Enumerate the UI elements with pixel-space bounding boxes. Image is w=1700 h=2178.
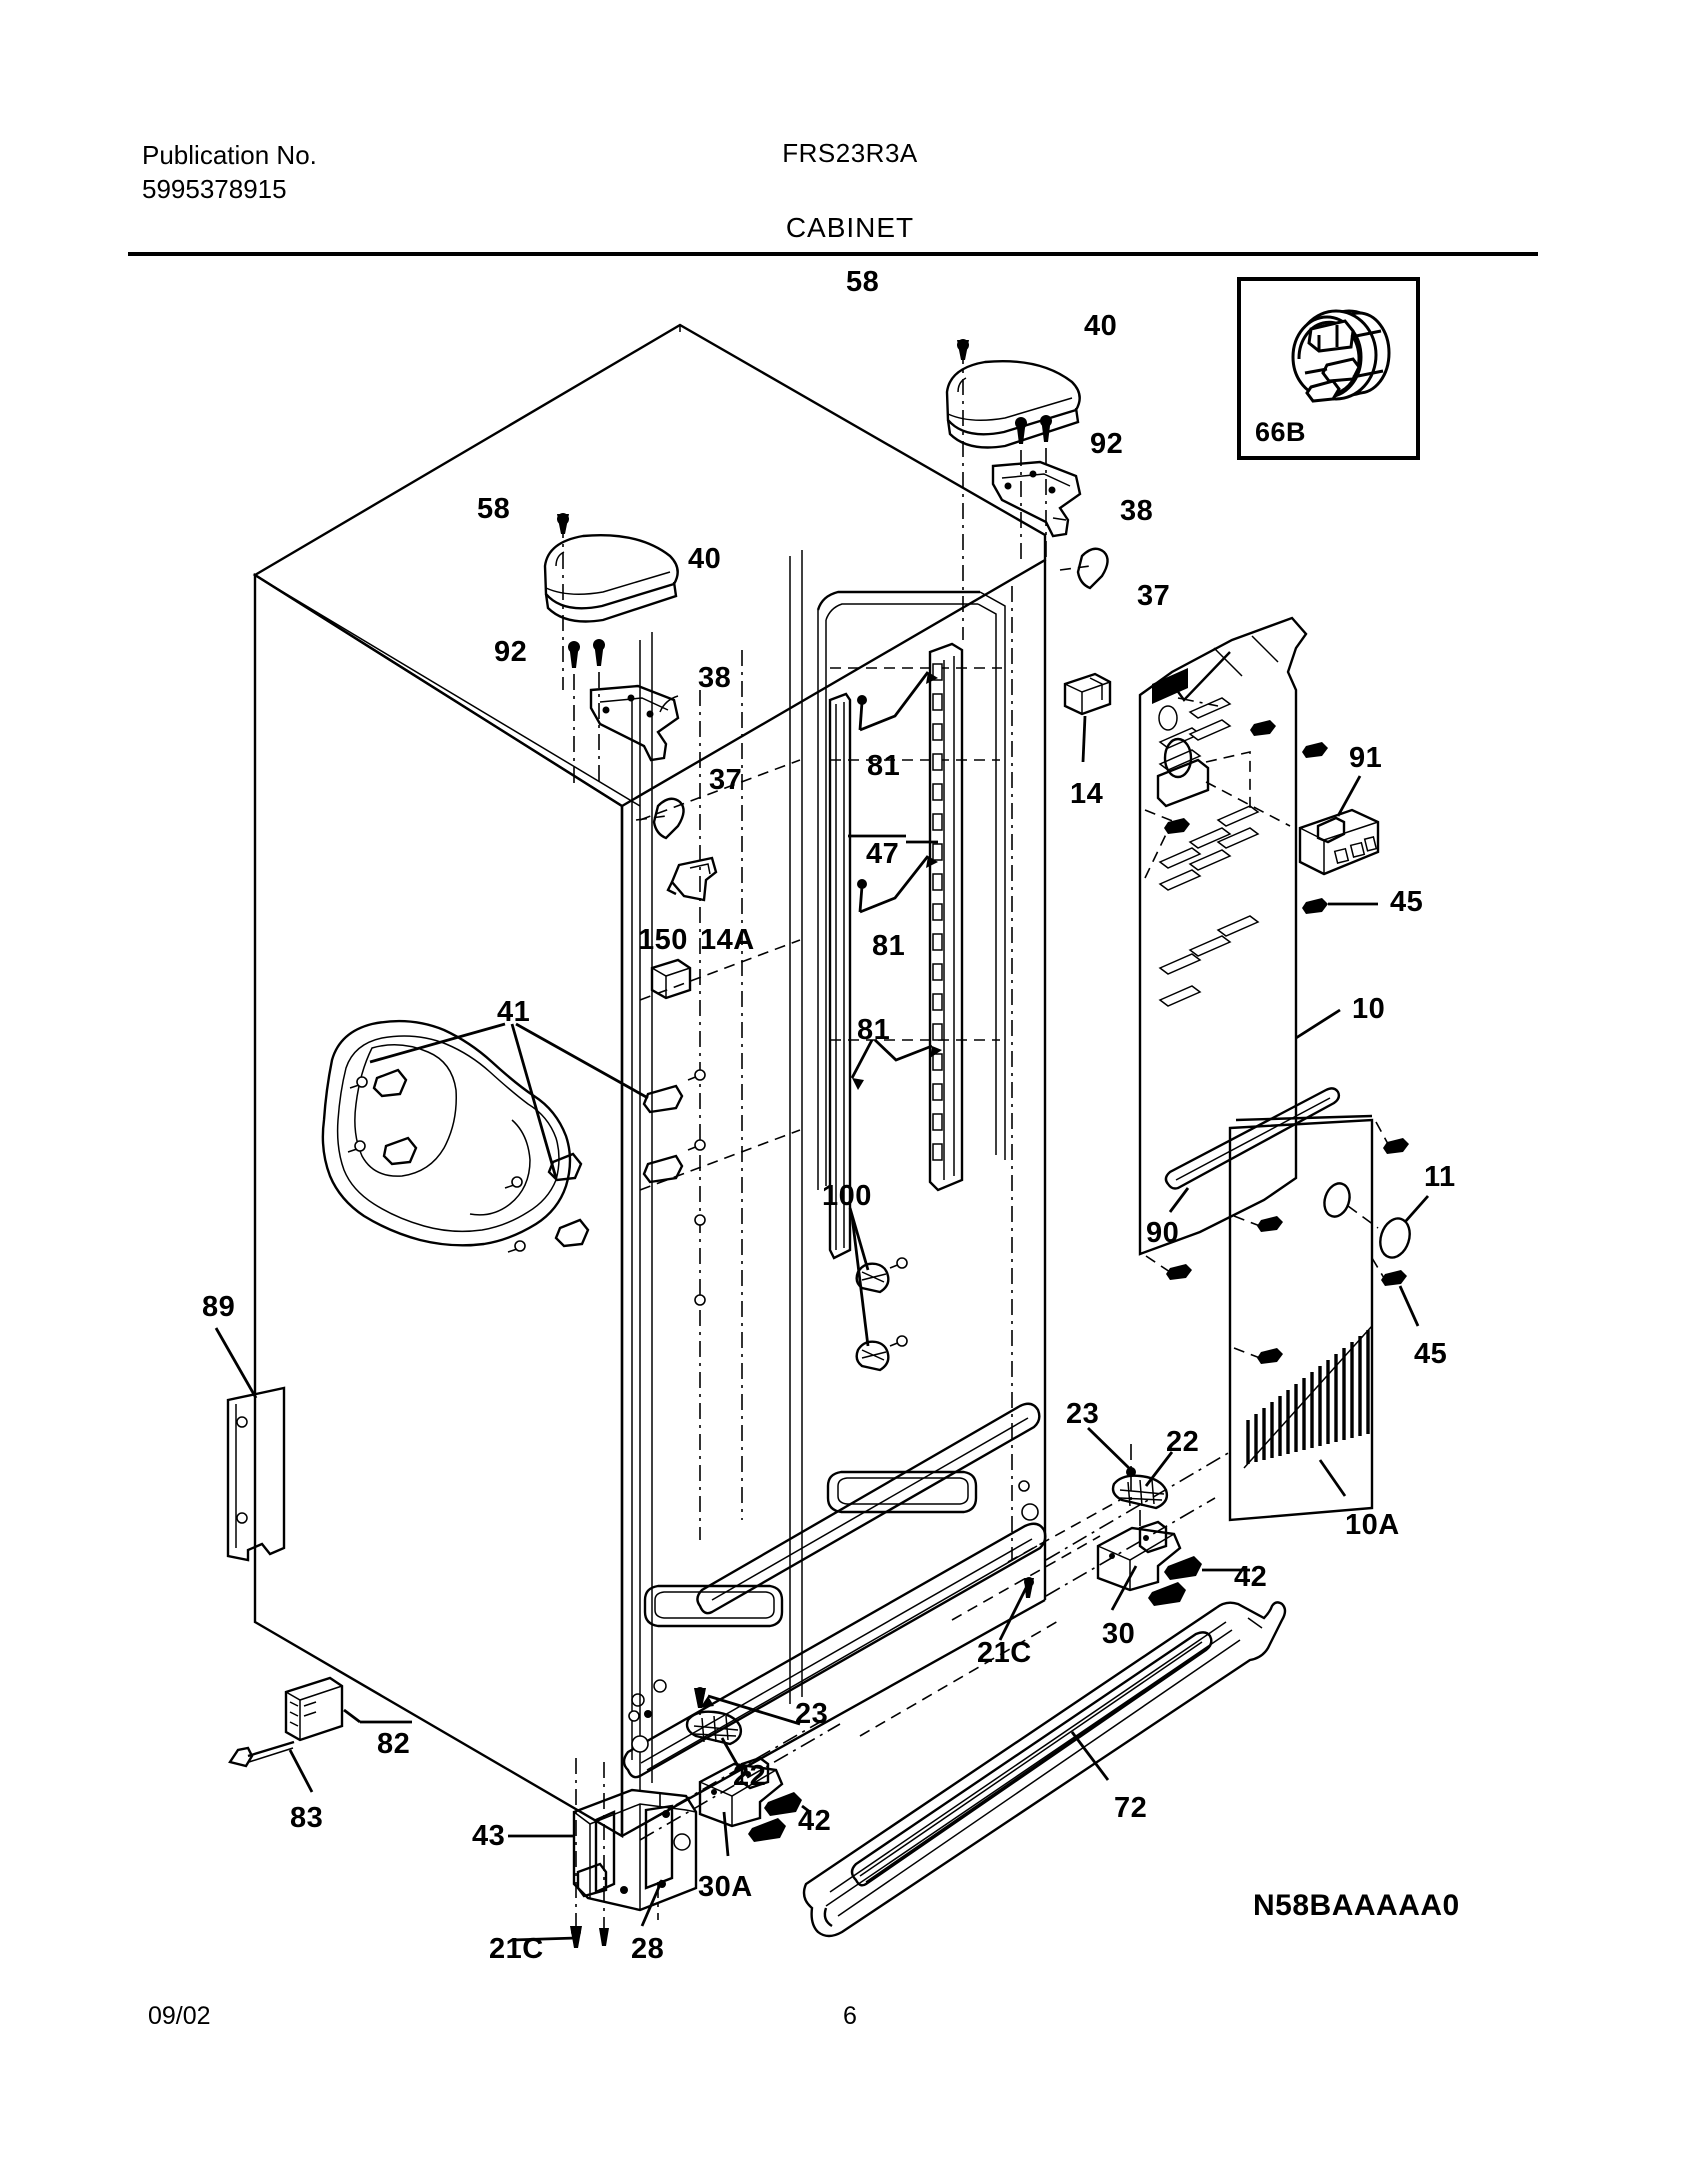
part-callout-82: 82: [377, 1728, 411, 1760]
publication-label: Publication No.: [142, 140, 317, 170]
part-callout-23: 23: [1066, 1398, 1100, 1430]
footer-page-number: 6: [843, 2002, 857, 2030]
part-callout-89: 89: [202, 1291, 236, 1323]
part-callout-22: 22: [1166, 1426, 1200, 1458]
inset-detail-box-66b: 66B: [1237, 277, 1420, 460]
publication-number: 5995378915: [142, 174, 287, 204]
part-callout-72: 72: [1114, 1792, 1148, 1824]
part-callout-14a: 14A: [700, 924, 755, 956]
section-title: CABINET: [785, 212, 915, 243]
part-callout-21c: 21C: [489, 1933, 544, 1965]
part-callout-83: 83: [290, 1802, 324, 1834]
part-callout-21c: 21C: [977, 1637, 1032, 1669]
part-callout-38: 38: [698, 662, 732, 694]
inset-label-66b: 66B: [1255, 417, 1307, 447]
part-callout-43: 43: [472, 1820, 506, 1852]
part-callout-81: 81: [872, 930, 906, 962]
part-callout-58: 58: [477, 493, 511, 525]
part-callout-91: 91: [1349, 742, 1383, 774]
part-callout-42: 42: [798, 1805, 832, 1837]
drawing-code: N58BAAAAA0: [1253, 1889, 1460, 1922]
part-callout-42: 42: [1234, 1561, 1268, 1593]
part-callout-22: 22: [733, 1760, 767, 1792]
part-callout-40: 40: [1084, 310, 1118, 342]
part-callout-23: 23: [795, 1698, 829, 1730]
part-callout-37: 37: [709, 764, 743, 796]
publication-block: Publication No. 5995378915: [142, 138, 317, 206]
part-callout-28: 28: [631, 1933, 665, 1965]
part-callout-10: 10: [1352, 993, 1386, 1025]
part-callout-150: 150: [638, 924, 688, 956]
part-callout-45: 45: [1414, 1338, 1448, 1370]
header-rule: [128, 252, 1538, 256]
part-callout-30: 30: [1102, 1618, 1136, 1650]
part-callout-45: 45: [1390, 886, 1424, 918]
part-callout-38: 38: [1120, 495, 1154, 527]
part-callout-90: 90: [1146, 1217, 1180, 1249]
part-callout-11: 11: [1424, 1161, 1456, 1193]
part-callout-37: 37: [1137, 580, 1171, 612]
model-number: FRS23R3A: [782, 138, 918, 168]
part-callout-41: 41: [497, 996, 531, 1028]
part-callout-47: 47: [866, 838, 900, 870]
grommet-plug-icon: [1291, 309, 1391, 403]
footer-date: 09/02: [148, 2002, 211, 2030]
part-callout-100: 100: [822, 1180, 872, 1212]
part-callout-81: 81: [857, 1014, 891, 1046]
part-callout-92: 92: [1090, 428, 1124, 460]
part-callout-81: 81: [867, 750, 901, 782]
part-callout-10a: 10A: [1345, 1509, 1400, 1541]
part-callout-40: 40: [688, 543, 722, 575]
part-callout-58: 58: [846, 266, 880, 298]
part-callout-30a: 30A: [698, 1871, 753, 1903]
part-callout-92: 92: [494, 636, 528, 668]
part-callout-14: 14: [1070, 778, 1104, 810]
